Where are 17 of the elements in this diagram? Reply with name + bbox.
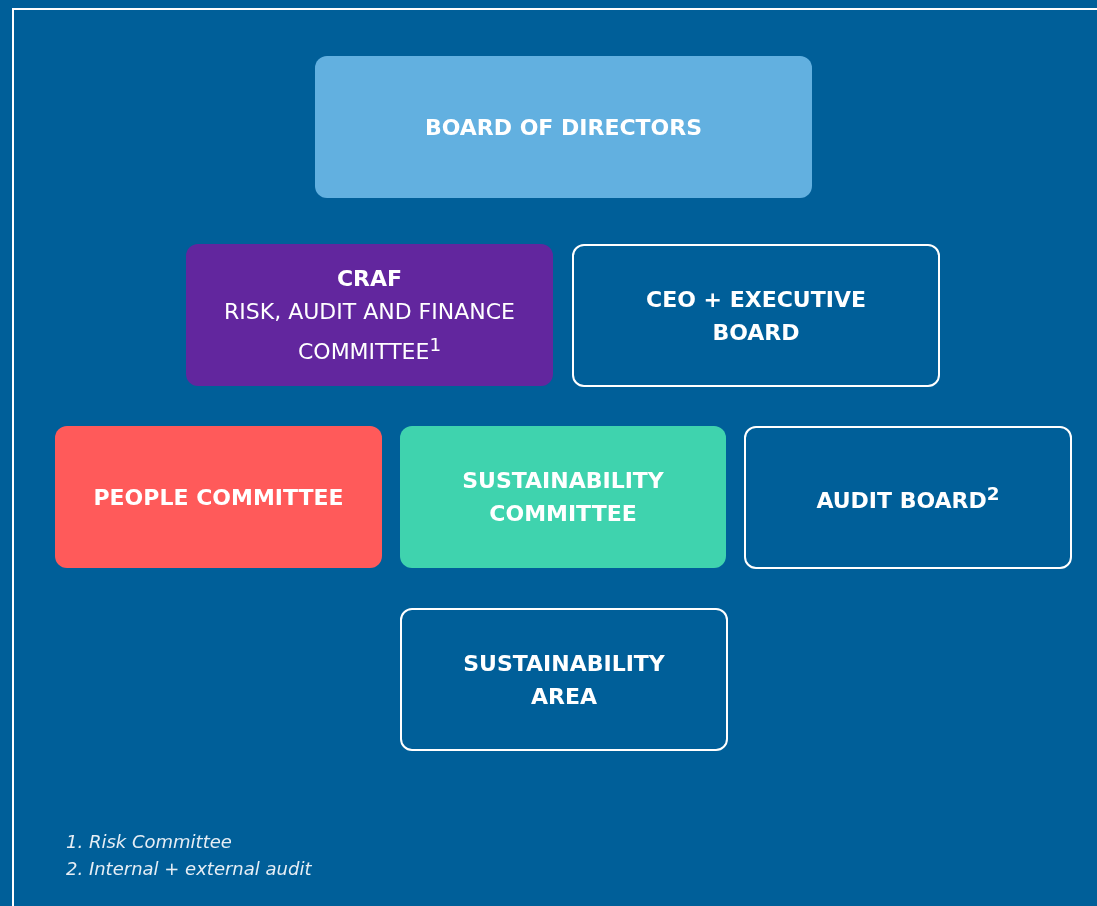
- box-title: BOARD OF DIRECTORS: [424, 113, 703, 142]
- executive-box: [572, 244, 940, 387]
- box-title: CRAF: [336, 264, 403, 293]
- committee-box: [400, 426, 726, 568]
- committee-box: [186, 244, 553, 386]
- box-title: SUSTAINABILITY COMMITTEE: [461, 467, 665, 528]
- box-title: PEOPLE COMMITTEE: [93, 483, 344, 512]
- box-subtitle: RISK, AUDIT AND FINANCE COMMITTEE$^{1}$: [223, 297, 516, 367]
- box-title: SUSTAINABILITY AREA: [463, 649, 665, 711]
- box-title: CEO + EXECUTIVE BOARD: [645, 285, 867, 347]
- footnote: 1. Risk Committee: [66, 831, 232, 852]
- area-box: [400, 608, 728, 751]
- board-box: [315, 56, 812, 198]
- footnote: 2. Internal + external audit: [66, 858, 312, 879]
- box-title: AUDIT BOARD$^{2}$: [816, 482, 1000, 516]
- committee-box: [55, 426, 382, 568]
- audit-board-box: [744, 426, 1072, 569]
